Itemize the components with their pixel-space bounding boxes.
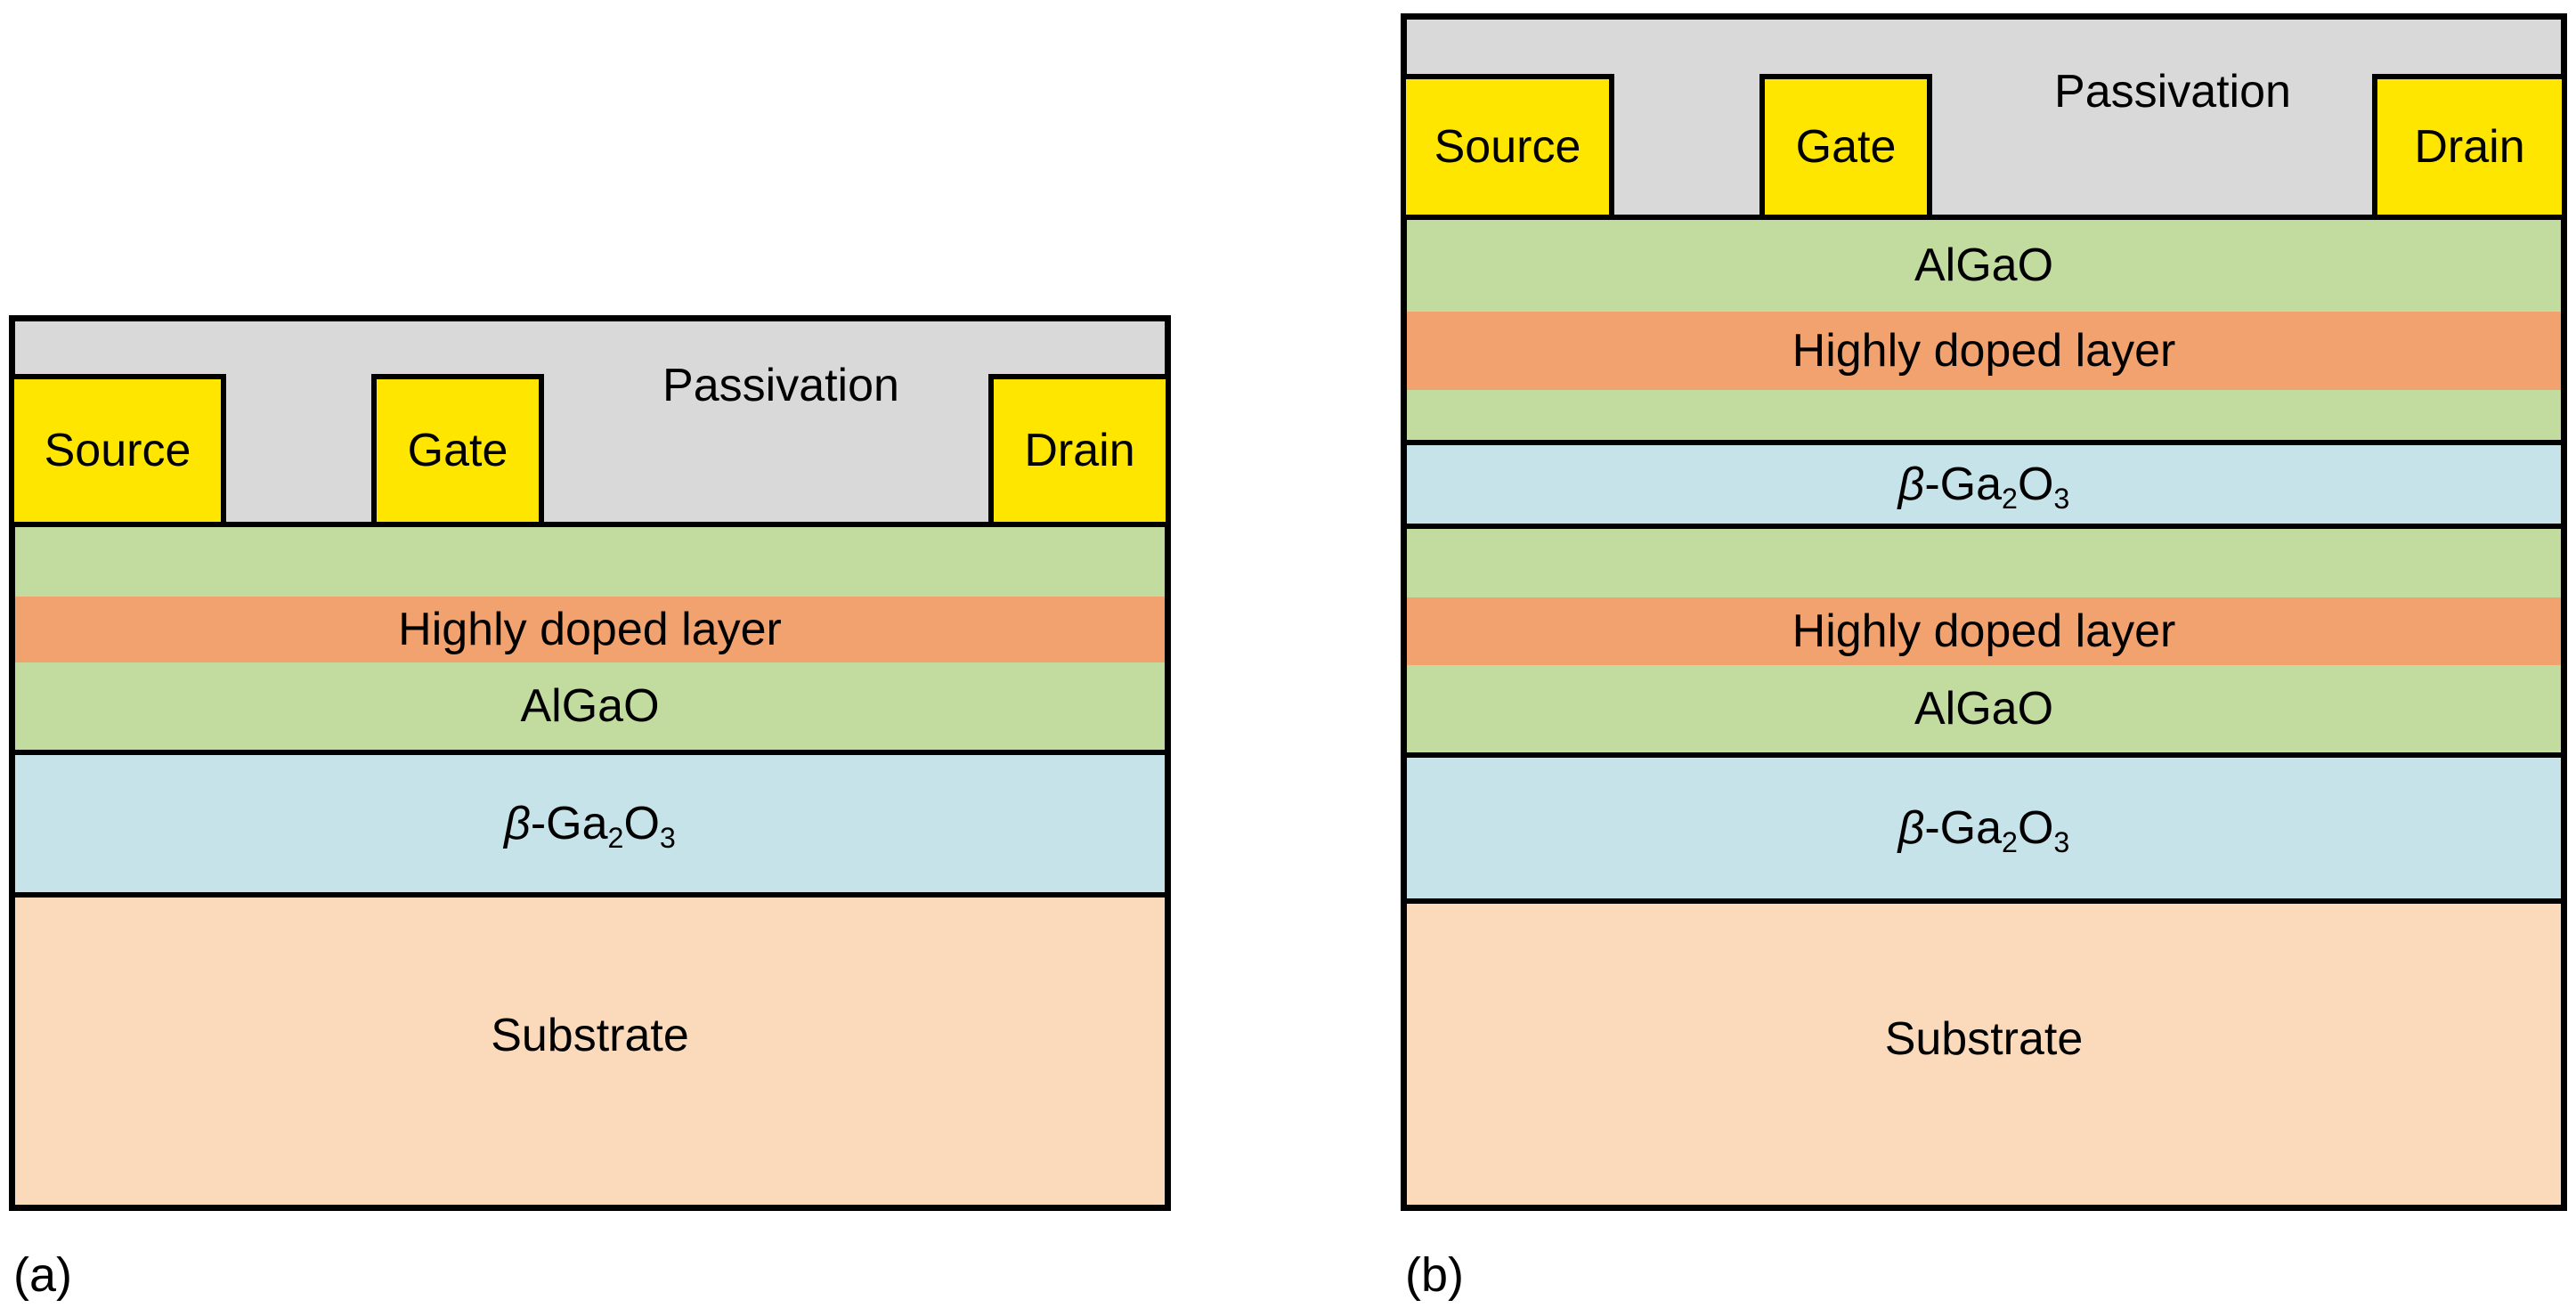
caption-a: (a) xyxy=(13,1248,72,1302)
drain-label: Drain xyxy=(2414,120,2525,173)
highly-doped-label: Highly doped layer xyxy=(398,603,782,655)
highly-doped-bottom-label: Highly doped layer xyxy=(1792,605,2176,657)
electrode-gate: Gate xyxy=(1759,74,1932,220)
formula-ga: -Ga xyxy=(1924,458,2003,510)
passivation-label: Passivation xyxy=(2054,66,2291,118)
layer-algao-top: AlGaO xyxy=(1407,220,2561,312)
highly-doped-top-label: Highly doped layer xyxy=(1792,324,2176,377)
device-cross-section-a: Passivation Source Gate Drain Highly dop… xyxy=(9,315,1171,1211)
beta-ga2o3-label: β-Ga2O3 xyxy=(504,797,676,852)
electrode-gate: Gate xyxy=(371,374,544,527)
layer-passivation: Passivation Source Gate Drain xyxy=(1401,20,2567,220)
substrate-label: Substrate xyxy=(1884,1012,2084,1065)
layer-algao-barrier-unlabeled xyxy=(15,527,1165,597)
layer-beta-ga2o3-bottom: β-Ga2O3 xyxy=(1407,758,2561,904)
layer-algao: AlGaO xyxy=(15,662,1165,755)
electrode-drain: Drain xyxy=(988,374,1171,527)
electrode-source: Source xyxy=(9,374,226,527)
formula-beta: β xyxy=(1897,801,1925,854)
layer-substrate: Substrate xyxy=(15,898,1165,1205)
layer-algao-spacer-upper xyxy=(1407,390,2561,445)
algao-label: AlGaO xyxy=(520,679,660,732)
formula-ga: -Ga xyxy=(1924,801,2003,854)
drain-label: Drain xyxy=(1024,424,1135,476)
layer-algao-spacer-lower xyxy=(1407,529,2561,597)
layer-beta-ga2o3: β-Ga2O3 xyxy=(15,755,1165,898)
formula-ga: -Ga xyxy=(530,797,608,849)
algao-top-label: AlGaO xyxy=(1914,240,2054,292)
formula-o: O xyxy=(2017,458,2054,510)
source-label: Source xyxy=(44,424,191,476)
gate-label: Gate xyxy=(1795,120,1897,173)
passivation-label: Passivation xyxy=(662,360,899,411)
formula-sub3: 3 xyxy=(2053,483,2070,516)
formula-o: O xyxy=(2017,801,2054,854)
device-cross-section-b: Passivation Source Gate Drain AlGaO High… xyxy=(1401,13,2567,1211)
layer-highly-doped-bottom: Highly doped layer xyxy=(1407,597,2561,665)
formula-sub2: 2 xyxy=(607,822,624,855)
formula-sub2: 2 xyxy=(2002,826,2018,859)
beta-ga2o3-channel-label: β-Ga2O3 xyxy=(1897,458,2070,513)
formula-beta: β xyxy=(504,797,531,849)
formula-o: O xyxy=(623,797,660,849)
formula-sub3: 3 xyxy=(659,822,676,855)
algao-bottom-label: AlGaO xyxy=(1914,682,2054,735)
formula-sub3: 3 xyxy=(2053,826,2070,859)
caption-b: (b) xyxy=(1405,1248,1464,1302)
substrate-label: Substrate xyxy=(491,1010,689,1062)
layer-algao-bottom: AlGaO xyxy=(1407,665,2561,758)
electrode-drain: Drain xyxy=(2372,74,2567,220)
layer-passivation: Passivation Source Gate Drain xyxy=(9,321,1171,527)
source-label: Source xyxy=(1434,120,1581,173)
formula-beta: β xyxy=(1897,458,1925,510)
layer-substrate: Substrate xyxy=(1407,904,2561,1205)
beta-ga2o3-bottom-label: β-Ga2O3 xyxy=(1897,801,2070,857)
gate-label: Gate xyxy=(407,424,508,476)
layer-highly-doped-top: Highly doped layer xyxy=(1407,312,2561,390)
formula-sub2: 2 xyxy=(2002,483,2018,516)
electrode-source: Source xyxy=(1401,74,1614,220)
layer-highly-doped: Highly doped layer xyxy=(15,597,1165,662)
layer-beta-ga2o3-channel: β-Ga2O3 xyxy=(1407,445,2561,529)
